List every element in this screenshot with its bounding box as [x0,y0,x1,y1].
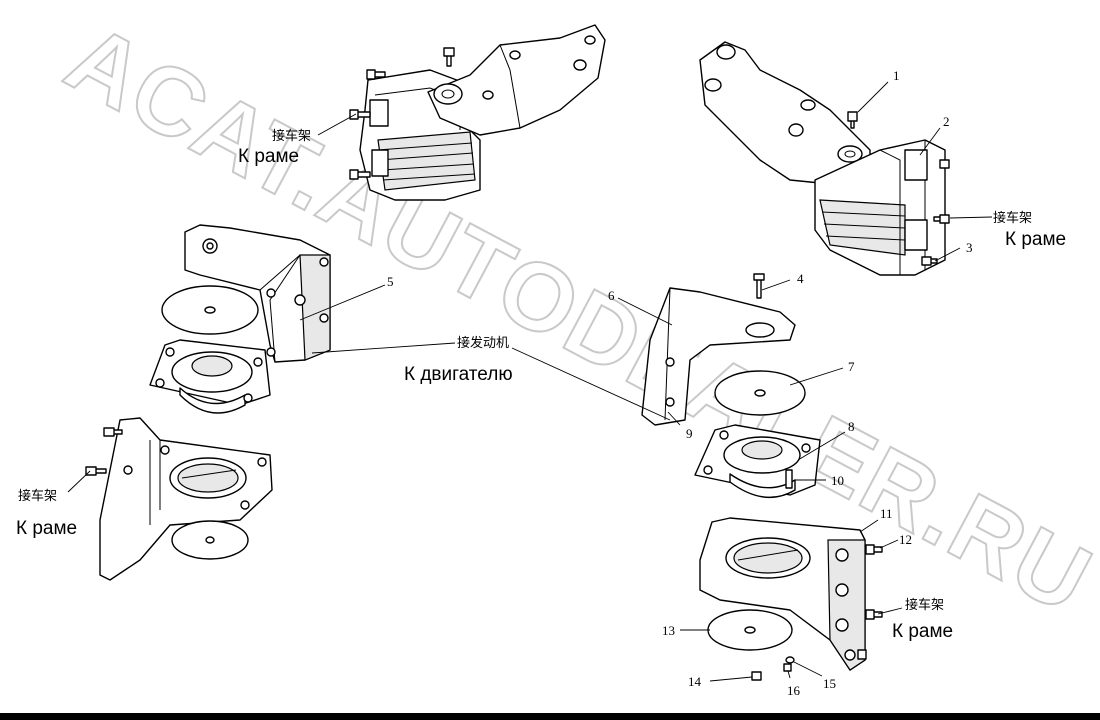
engine-label-ru: К двигателю [404,364,513,385]
frame-label-cn-bottom-right: 接车架 [905,597,944,613]
callout-3: 3 [966,240,973,255]
upper-right-mount-assembly [699,41,950,276]
callout-numbers: 1 2 3 4 5 6 7 8 9 10 11 12 13 14 15 16 [387,68,973,698]
frame-label-cn-bottom-left: 接车架 [18,488,57,504]
callout-1: 1 [893,68,900,83]
callout-16: 16 [787,683,801,698]
lower-right-frame-bracket [699,517,883,671]
frame-label-ru-top-left: К раме [238,146,299,167]
lower-left-frame-bracket [85,417,273,581]
callout-10: 10 [831,473,844,488]
callout-7: 7 [848,359,855,374]
callout-9: 9 [686,426,693,441]
callout-13: 13 [662,623,675,638]
frame-label-cn-top-right: 接车架 [993,210,1032,226]
callout-15: 15 [823,676,836,691]
nut-16 [783,663,792,672]
annotation-labels: 接车架 К раме 接车架 К раме 接发动机 К двигателю 接… [16,128,1066,642]
right-engine-bracket [641,287,796,426]
right-rubber-mount [694,424,821,499]
leader-lines [67,81,993,682]
left-engine-bracket [184,224,331,363]
frame-label-cn-top-left: 接车架 [272,128,311,144]
frame-label-ru-bottom-left: К раме [16,518,77,539]
callout-4: 4 [797,271,804,286]
frame-label-ru-top-right: К раме [1005,229,1066,250]
upper-left-bolts [349,47,455,180]
left-rubber-mount [149,339,271,414]
callout-8: 8 [848,419,855,434]
left-upper-washer [161,285,259,335]
right-upper-washer [714,370,806,416]
washer-15 [785,656,795,664]
upper-left-mount-assembly [349,24,606,201]
callout-11: 11 [880,506,893,521]
frame-label-ru-bottom-right: К раме [892,621,953,642]
bottom-border [0,713,1100,720]
bolt-4 [753,273,765,299]
callout-5: 5 [387,274,394,289]
engine-label-cn: 接发动机 [457,335,509,351]
nut-14 [751,671,762,681]
callout-2: 2 [943,114,950,129]
callout-12: 12 [899,532,912,547]
callout-14: 14 [688,674,702,689]
callout-6: 6 [608,288,615,303]
